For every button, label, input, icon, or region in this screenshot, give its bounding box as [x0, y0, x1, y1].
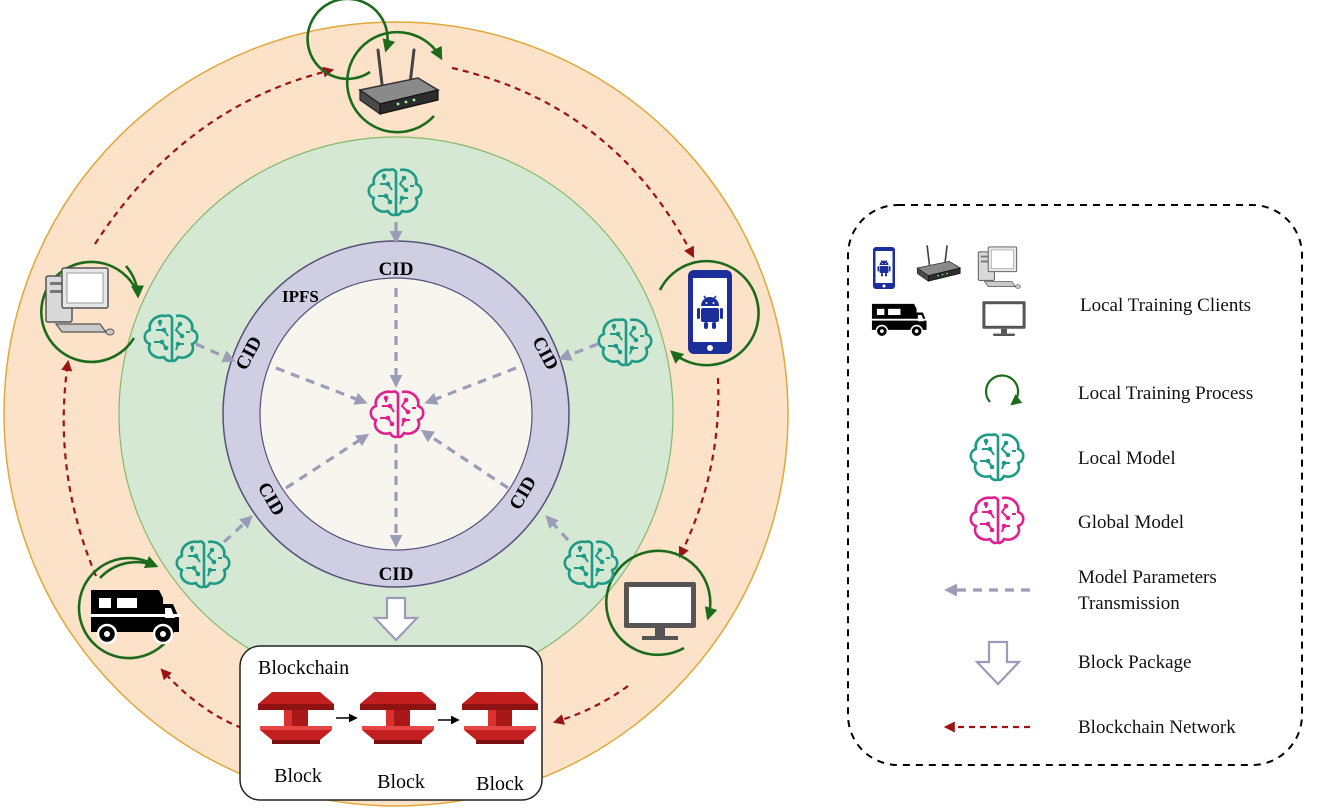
global-aggregation-core — [259, 277, 533, 551]
legend: Local Training Clients Local Training Pr… — [847, 204, 1303, 766]
block-label: Block — [377, 771, 425, 793]
client-desktop — [40, 260, 144, 364]
block-label: Block — [476, 773, 524, 795]
training-loop-icon — [604, 549, 718, 657]
legend-phone-icon — [872, 246, 896, 290]
legend-training-loop-icon — [985, 374, 1023, 406]
legend-frame — [847, 204, 1303, 766]
blockchain-box: Blockchain Block Block Block — [239, 645, 543, 801]
cid-label-bottom: CID — [379, 564, 414, 585]
client-vehicle — [77, 555, 183, 660]
training-loop-icon — [658, 259, 760, 367]
training-loop-icon — [77, 556, 180, 660]
training-loop-icon — [40, 260, 140, 364]
legend-local-training-process: Local Training Process — [1078, 383, 1253, 404]
client-phone — [658, 259, 760, 367]
client-monitor — [604, 549, 718, 657]
parameter-transmission-arrows — [195, 222, 599, 548]
blockchain-network-arrows — [61, 66, 720, 730]
blockchain-title: Blockchain — [258, 657, 349, 679]
legend-global-model: Global Model — [1078, 512, 1184, 533]
legend-local-training-clients: Local Training Clients — [1080, 295, 1251, 316]
legend-blockchain-network: Blockchain Network — [1078, 717, 1236, 738]
legend-block-package: Block Package — [1078, 652, 1191, 673]
legend-model-params-line2: Transmission — [1078, 593, 1180, 614]
cid-label-top: CID — [379, 259, 414, 280]
client-router — [308, 0, 443, 134]
legend-local-model: Local Model — [1078, 448, 1176, 469]
training-loop-icon — [345, 30, 443, 134]
block-label: Block — [274, 765, 322, 787]
ipfs-label: IPFS — [282, 287, 319, 306]
phone-icon — [687, 269, 733, 355]
legend-model-params-line1: Model Parameters — [1078, 567, 1217, 588]
